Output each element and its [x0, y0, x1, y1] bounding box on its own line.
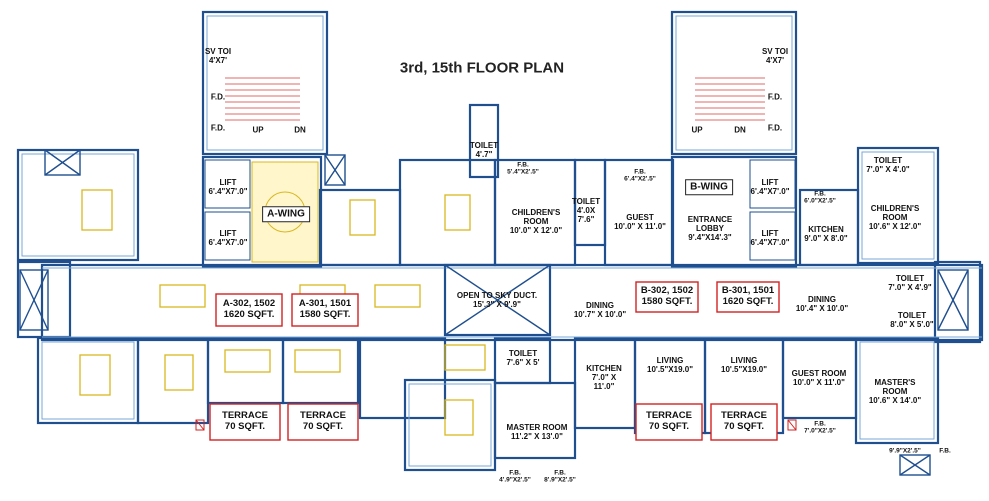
- toilet-top-label: TOILET 4'.7": [469, 140, 499, 159]
- childrens-room-mid: CHILDREN'S ROOM 10'.0" X 12'.0": [509, 208, 563, 236]
- kitchen-right: KITCHEN 9'.0" X 8'.0": [804, 224, 848, 243]
- sv-toilet-right: SV TOI 4'X7': [761, 46, 789, 65]
- childrens-room-right: CHILDREN'S ROOM 10'.6" X 12'.0": [868, 204, 922, 232]
- furniture: [79, 189, 486, 436]
- a-wing-label: A-WING: [262, 206, 310, 222]
- fb-low-5: F.B.: [939, 447, 951, 455]
- dining-right: DINING 10'.4" X 10'.0": [795, 294, 849, 313]
- lift-crosses: [204, 159, 796, 261]
- masters-room-right: MASTER'S ROOM 10'.6" X 14'.0": [868, 378, 922, 406]
- fd-label-4: F.D.: [767, 123, 783, 133]
- red-markers: [195, 419, 797, 431]
- unit-b301-label: B-301, 1501 1620 SQFT.: [721, 285, 775, 307]
- fb-low-4: 9'.9"X2'.5": [889, 447, 921, 455]
- fb-low-1: F.B. 4'.9"X2'.5": [499, 469, 531, 484]
- guest-mid: GUEST 10'.0" X 11'.0": [614, 212, 666, 231]
- stair-up-right: UP: [691, 125, 703, 135]
- unit-b302-label: B-302, 1502 1580 SQFT.: [640, 285, 694, 307]
- toilet-mid-low: TOILET 7'.6" X 5': [506, 348, 540, 367]
- toilet-right-mid1: TOILET 7'.0" X 4'.9": [888, 273, 932, 292]
- master-room-mid: MASTER ROOM 11'.2" X 13'.0": [506, 422, 568, 441]
- stair-dn-right: DN: [734, 125, 746, 135]
- lift-a1-label: LIFT 6'.4"X7'.0": [208, 177, 248, 196]
- toilet-right-top: TOILET 7'.0" X 4'.0": [866, 155, 910, 174]
- living-b302: LIVING 10'.5"X19.0": [647, 355, 693, 374]
- fd-label-1: F.D.: [210, 92, 226, 102]
- unit-a302-label: A-302, 1502 1620 SQFT.: [222, 298, 276, 320]
- unit-a301-label: A-301, 1501 1580 SQFT.: [298, 298, 352, 320]
- living-b301: LIVING 10'.5"X19.0": [721, 355, 767, 374]
- stair-dn-left: DN: [294, 125, 306, 135]
- terrace-4: TERRACE 70 SQFT.: [721, 410, 767, 432]
- guest-room-right: GUEST ROOM 10'.0" X 11'.0": [791, 368, 847, 387]
- fb-label-1: F.B. 5'.4"X2'.5": [507, 161, 539, 176]
- terrace-boxes: [209, 403, 778, 441]
- kitchen-mid: KITCHEN 7'.0" X 11'.0": [586, 364, 622, 392]
- open-to-sky-duct: OPEN TO SKY DUCT. 15'.3" X 9'.9": [456, 290, 538, 309]
- fb-low-2: F.B. 8'.9"X2'.5": [544, 469, 576, 484]
- b-wing-label: B-WING: [685, 179, 733, 195]
- staircases: [225, 77, 765, 121]
- entrance-lobby: ENTRANCE LOBBY 9'.4"X14'.3": [687, 215, 733, 243]
- toilet-mid: TOILET 4'.0X 7'.6": [571, 197, 601, 225]
- inner-walls: [21, 15, 982, 467]
- lift-a2-label: LIFT 6'.4"X7'.0": [208, 228, 248, 247]
- plan-title: 3rd, 15th FLOOR PLAN: [399, 59, 565, 77]
- toilet-right-mid2: TOILET 8'.0" X 5'.0": [890, 310, 934, 329]
- terrace-3: TERRACE 70 SQFT.: [646, 410, 692, 432]
- lift-b1-label: LIFT 6'.4"X7'.0": [750, 177, 790, 196]
- sv-toilet-left: SV TOI 4'X7': [204, 46, 232, 65]
- fd-label-2: F.D.: [210, 123, 226, 133]
- fb-label-3: F.B. 6'.0"X2'.5": [804, 190, 836, 205]
- fb-low-3: F.B. 7'.0"X2'.5": [804, 420, 836, 435]
- unit-boxes: [215, 281, 780, 327]
- stair-up-left: UP: [252, 125, 264, 135]
- fb-label-2: F.B. 6'.4"X2'.5": [624, 168, 656, 183]
- terrace-1: TERRACE 70 SQFT.: [222, 410, 268, 432]
- dining-mid: DINING 10'.7" X 10'.0": [573, 300, 627, 319]
- shaft-boxes: [19, 149, 969, 476]
- fd-label-3: F.D.: [767, 92, 783, 102]
- lift-b2-label: LIFT 6'.4"X7'.0": [750, 228, 790, 247]
- terrace-2: TERRACE 70 SQFT.: [300, 410, 346, 432]
